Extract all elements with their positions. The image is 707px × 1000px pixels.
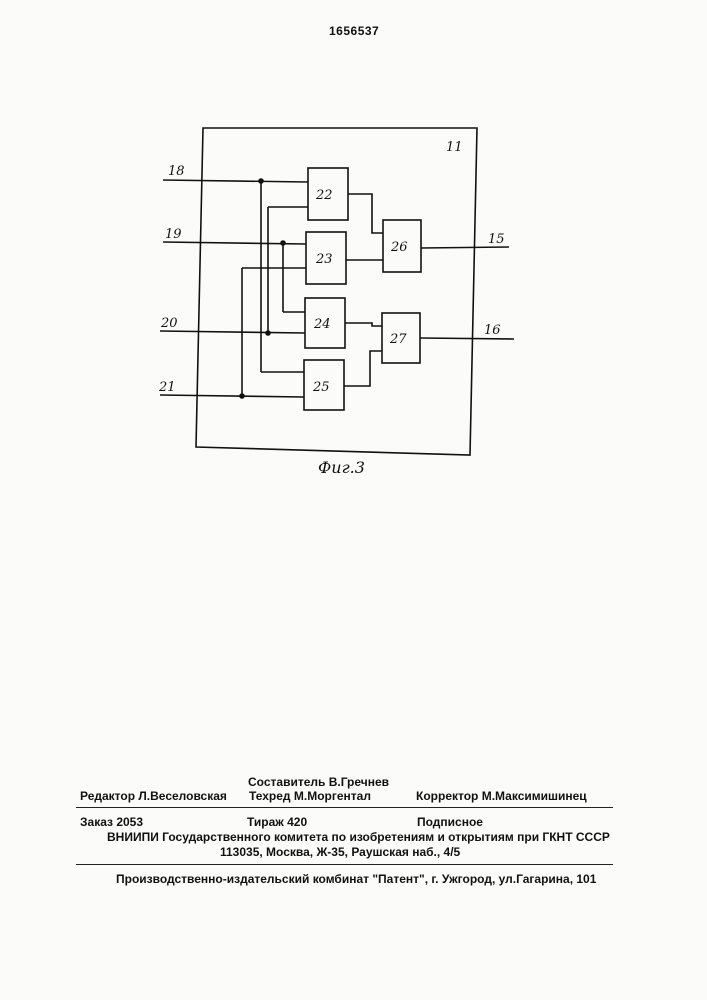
block-label-24: 24 xyxy=(313,317,331,332)
block-label-11: 11 xyxy=(446,140,463,155)
printer-line: Производственно-издательский комбинат "П… xyxy=(116,872,596,886)
divider xyxy=(76,864,613,865)
input-label-18: 18 xyxy=(168,164,185,179)
input-line-20 xyxy=(160,331,305,333)
input-label-21: 21 xyxy=(158,380,176,395)
output-label-16: 16 xyxy=(484,323,501,338)
junction-dot xyxy=(239,393,245,399)
input-line-21 xyxy=(160,395,304,397)
divider xyxy=(76,807,613,808)
wire-24-to-27 xyxy=(345,323,382,326)
wire-22-to-26 xyxy=(348,194,383,233)
block-label-25: 25 xyxy=(312,380,330,395)
corrector: Корректор М.Максимишинец xyxy=(416,789,587,803)
circulation: Тираж 420 xyxy=(247,815,307,829)
junction-dot xyxy=(265,330,271,336)
input-line-18 xyxy=(163,180,308,182)
output-line-16 xyxy=(420,338,514,339)
block-label-26: 26 xyxy=(390,240,408,255)
junction-dot xyxy=(258,178,264,184)
wire-25-to-27 xyxy=(344,351,382,386)
output-line-15 xyxy=(421,247,509,248)
block-label-22: 22 xyxy=(315,188,333,203)
publisher-line-1: ВНИИПИ Государственного комитета по изоб… xyxy=(107,830,610,844)
circuit-diagram: 11 18 19 20 21 22 23 24 25 26 27 15 16 Ф… xyxy=(0,0,707,520)
output-label-15: 15 xyxy=(488,232,505,247)
compiler: Составитель В.Гречнев xyxy=(248,775,389,789)
figure-caption: Фиг.3 xyxy=(318,458,365,477)
subscription: Подписное xyxy=(417,815,483,829)
input-label-20: 20 xyxy=(160,316,178,331)
order-number: Заказ 2053 xyxy=(80,815,143,829)
block-11-outline xyxy=(196,128,477,455)
editor: Редактор Л.Веселовская xyxy=(80,789,227,803)
block-label-27: 27 xyxy=(389,332,407,347)
block-label-23: 23 xyxy=(315,252,333,267)
techred: Техред М.Моргентал xyxy=(249,789,371,803)
input-label-19: 19 xyxy=(165,227,182,242)
junction-dot xyxy=(280,240,286,246)
publisher-line-2: 113035, Москва, Ж-35, Раушская наб., 4/5 xyxy=(220,845,460,859)
